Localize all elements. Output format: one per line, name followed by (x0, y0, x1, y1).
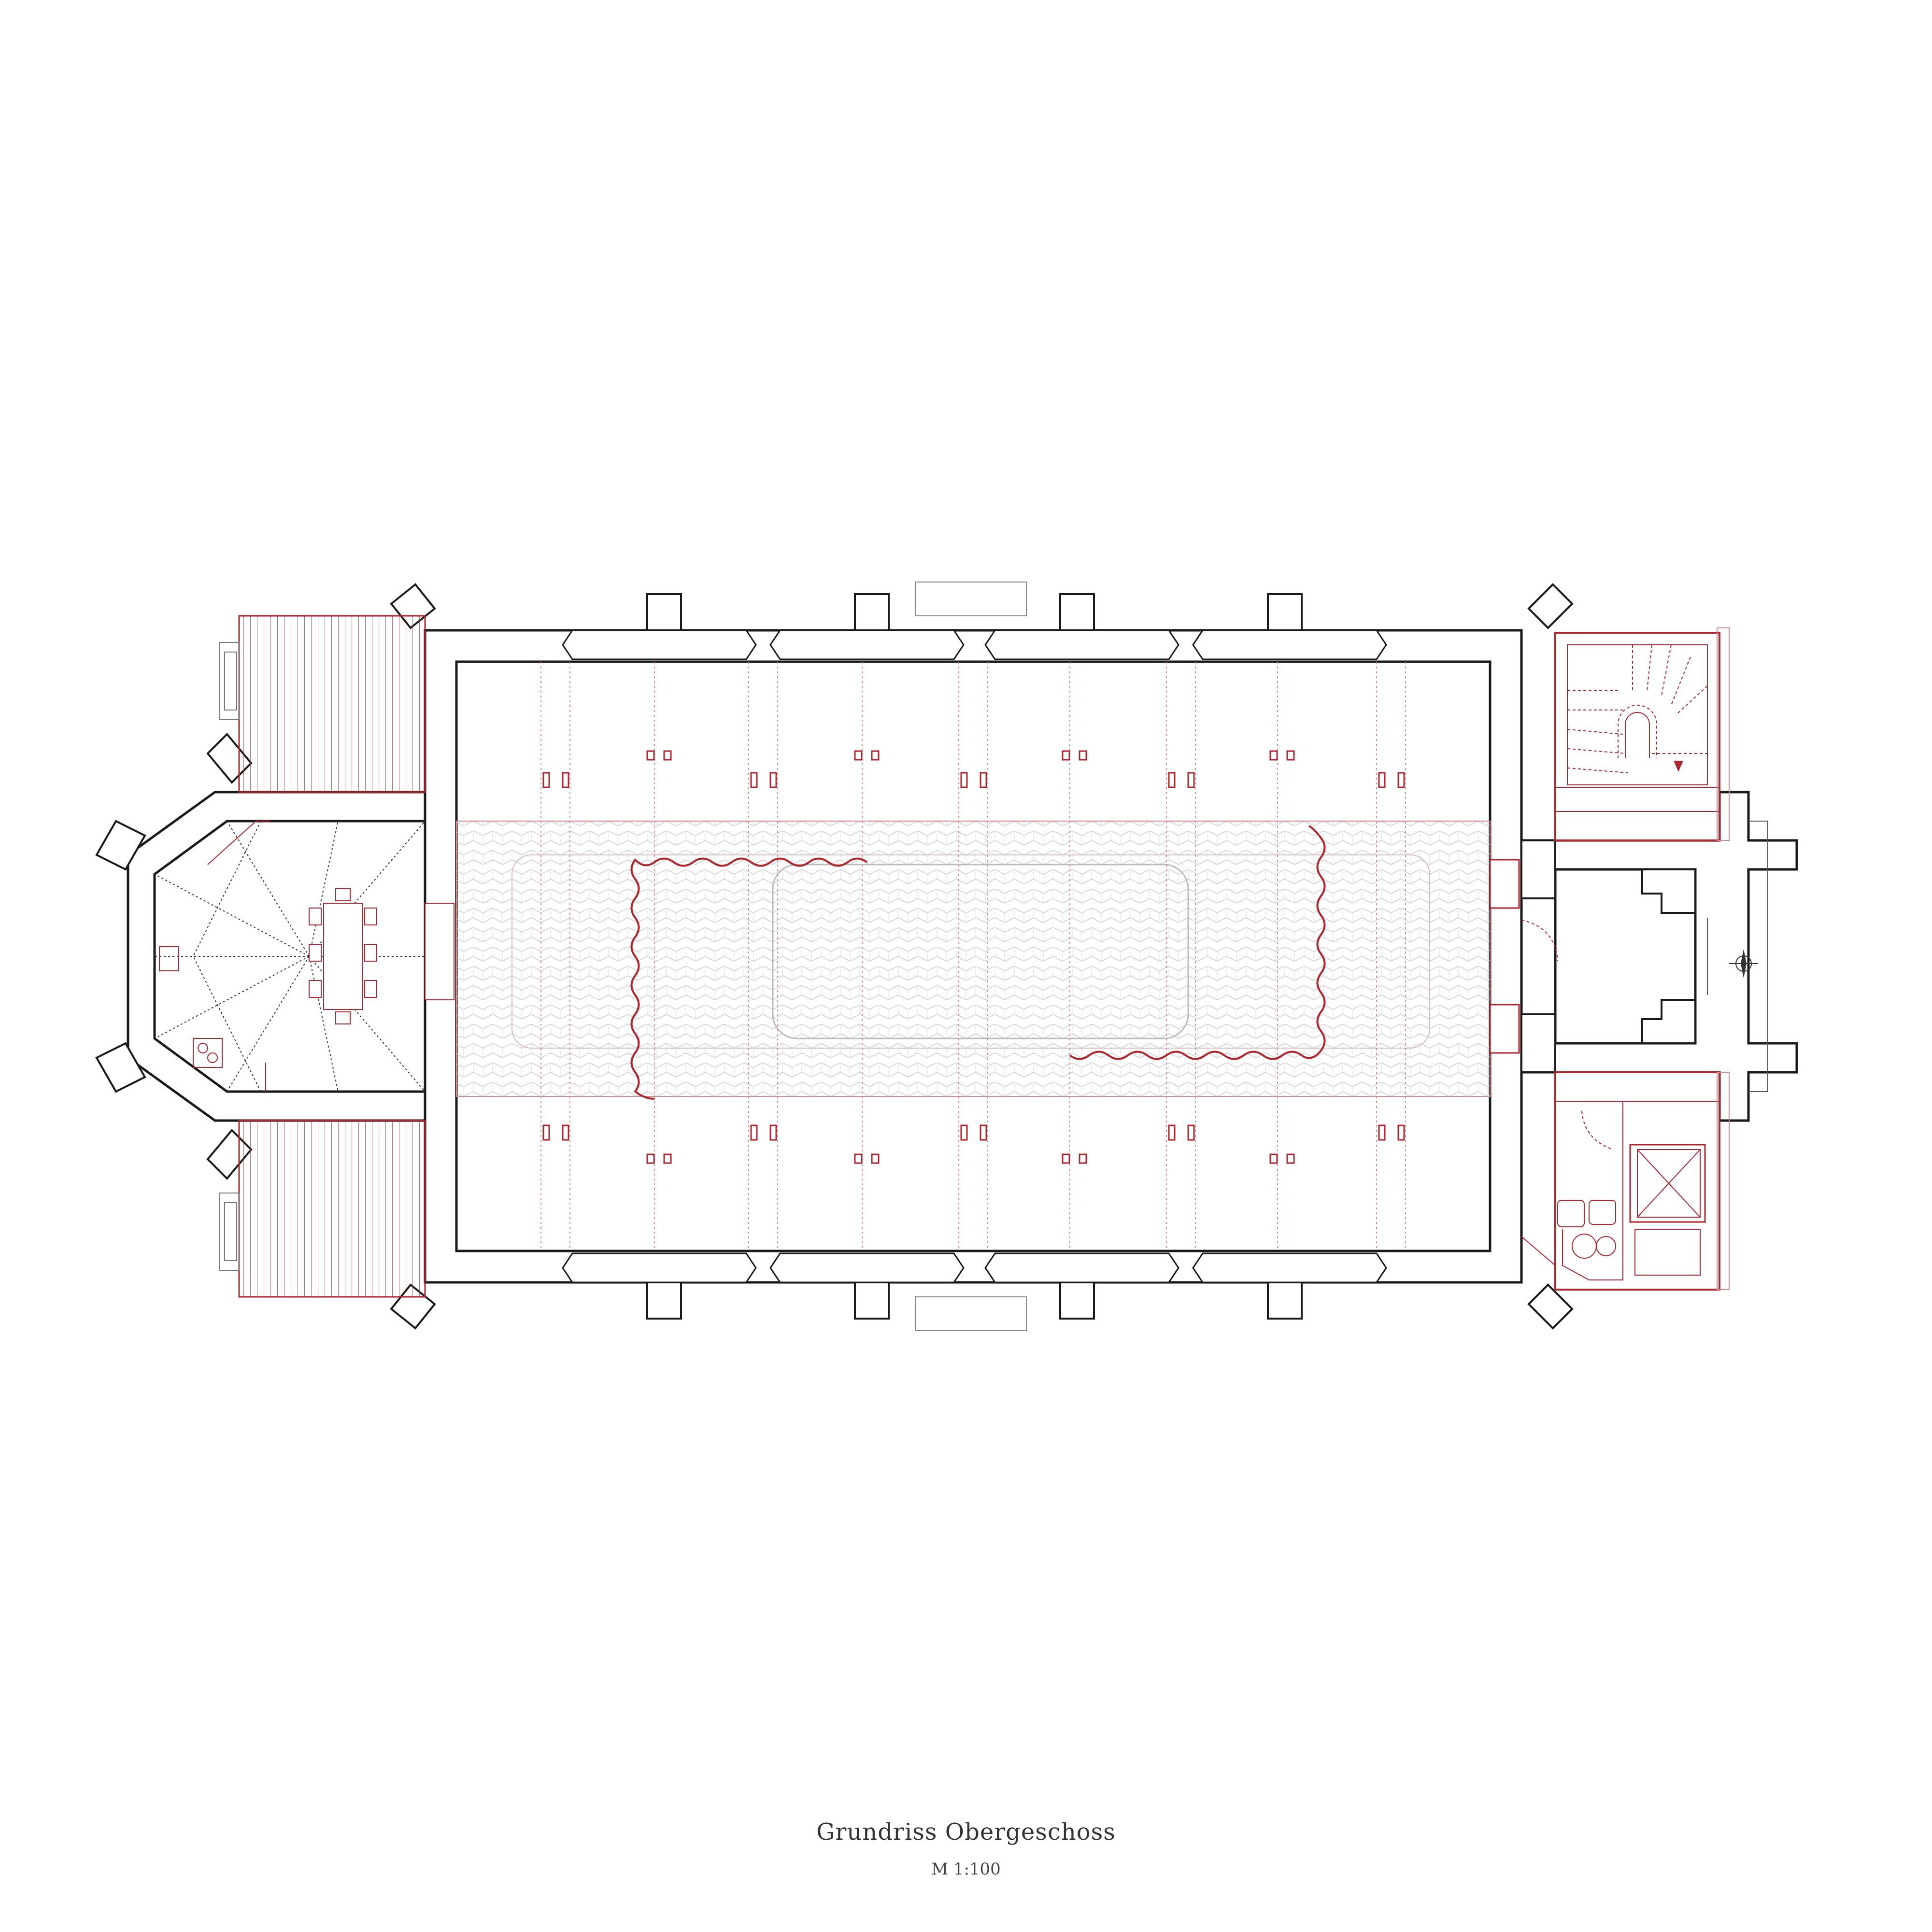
curtain-line (630, 857, 868, 1100)
apse-opening (425, 903, 455, 1000)
tower-piers (1520, 839, 1696, 1073)
apse-kitchen (159, 821, 270, 1092)
stair-direction-arrow-icon (1674, 761, 1683, 772)
vault-ribs (154, 821, 426, 1092)
west-wings (219, 615, 426, 1298)
wc-fixtures (1557, 1101, 1623, 1280)
entrance-portal (1707, 821, 1768, 1092)
inner-floor-frame (772, 864, 1189, 1039)
tower (1489, 791, 1798, 1122)
post-pairs (542, 750, 1405, 1164)
apse (95, 733, 455, 1180)
elevator-shaft (1629, 1144, 1706, 1276)
wc-room (1521, 1071, 1730, 1291)
wing-bottom (238, 1120, 426, 1298)
wing-top (238, 615, 426, 793)
tower-door (1521, 920, 1558, 962)
outer-floor-frame (511, 854, 1430, 1049)
dining-table (309, 888, 377, 1024)
stair-room (1554, 627, 1730, 841)
drawing-title: Grundriss Obergeschoss (816, 1818, 1116, 1846)
stair-room-walls (1554, 632, 1720, 841)
buttresses-top (390, 582, 1574, 631)
spiral-stair (1567, 644, 1708, 773)
curtain-line-2 (1069, 825, 1326, 1060)
herringbone-floor (456, 821, 1491, 1097)
window-niches (562, 629, 1387, 1283)
nave (390, 582, 1574, 1331)
drawing-scale: M 1:100 (931, 1860, 1001, 1879)
north-arrow-icon (1729, 949, 1758, 978)
buttresses-bottom (390, 1281, 1574, 1331)
